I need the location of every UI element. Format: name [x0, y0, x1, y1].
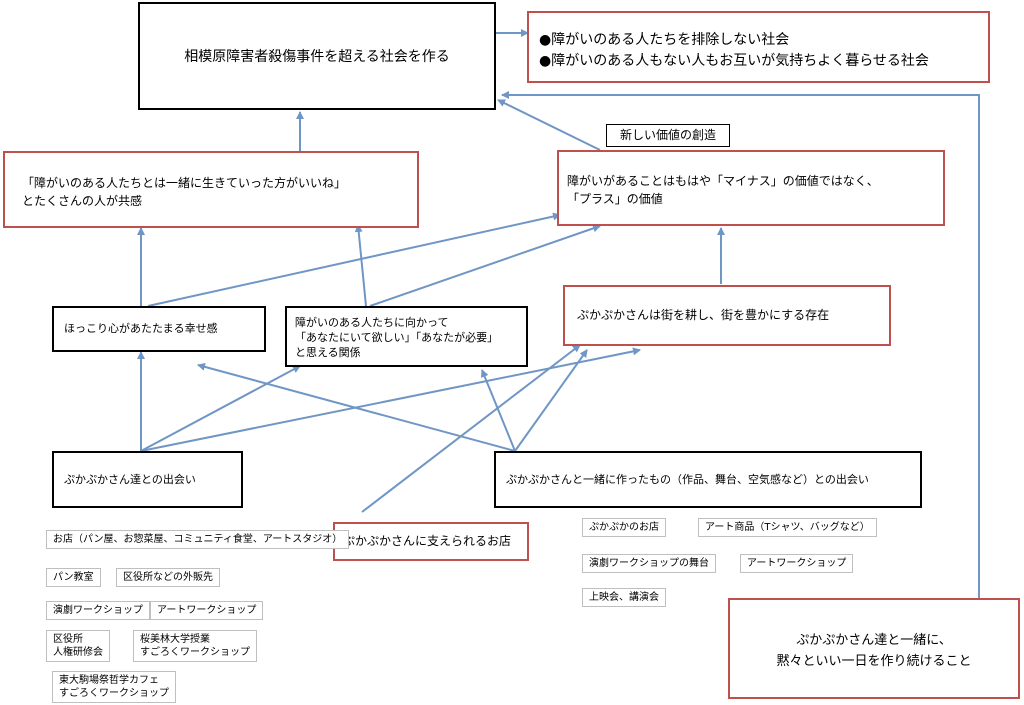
arrow-relation-to-plusvalue [369, 224, 601, 307]
supported-shops-box: ぷかぷかさんに支えられるお店 [333, 522, 529, 561]
society-line-1: ●障がいのある人たちを排除しない社会 [539, 32, 790, 48]
tag-art-goods: アート商品（Tシャツ、バッグなど） [698, 518, 877, 537]
everyday-box: ぷかぷかさん達と一緒に、 黙々といい一日を作り続けること [728, 598, 1020, 699]
tag-lectures-text: 上映会、講演会 [589, 592, 659, 603]
tag-shops-text: お店（パン屋、お惣菜屋、コミュニティ食堂、アートスタジオ） [53, 534, 343, 545]
goal-text: 相模原障害者殺傷事件を超える社会を作る [184, 49, 450, 65]
tag-drama-ws-text: 演劇ワークショップ [53, 605, 143, 616]
tag-art-ws-left: アートワークショップ [150, 601, 264, 620]
tag-todai-line-1: 東大駒場祭哲学カフェ [59, 675, 159, 686]
arrow-plusvalue-to-goal [497, 99, 601, 151]
arrow-everyday-to-goal [501, 91, 980, 598]
empathy-line-1: 「障がいのある人たちとは一緒に生きていった方がいいね」 [22, 176, 347, 190]
cultivate-text: ぷかぷかさんは街を耕し、街を豊かにする存在 [577, 308, 830, 322]
tag-bread-class-text: パン教室 [53, 572, 94, 583]
meet-people-box: ぷかぷかさん達との出会い [52, 451, 243, 508]
tag-lectures: 上映会、講演会 [582, 588, 666, 607]
tag-pukapuka-shop-text: ぷかぷかのお店 [589, 522, 659, 533]
relation-line-1: 障がいのある人たちに向かって [295, 316, 449, 329]
everyday-line-2: 黙々といい一日を作り続けること [776, 654, 972, 669]
tag-ward-sales-text: 区役所などの外販先 [123, 572, 213, 583]
tag-drama-ws: 演劇ワークショップ [46, 601, 150, 620]
relation-box: 障がいのある人たちに向かって 「あなたにいて欲しい」「あなたが必要」 と思える関… [285, 306, 528, 367]
meet-things-box: ぷかぷかさんと一緒に作ったもの（作品、舞台、空気感など）との出会い [494, 451, 922, 508]
arrow-meetthings-to-warmth [197, 362, 516, 452]
cultivate-box: ぷかぷかさんは街を耕し、街を豊かにする存在 [563, 285, 891, 346]
tag-oubirin-line-1: 桜美林大学授業 [140, 634, 210, 645]
arrow-warmth-to-plusvalue [147, 212, 561, 307]
arrow-relation-to-empathy [354, 224, 367, 307]
warmth-box: ほっこり心があたたまる幸せ感 [52, 306, 266, 352]
new-value-text: 新しい価値の創造 [619, 128, 716, 142]
supported-shops-text: ぷかぷかさんに支えられるお店 [343, 534, 512, 548]
tag-oubirin-line-2: すごろくワークショップ [140, 647, 250, 658]
tag-drama-stage: 演劇ワークショップの舞台 [582, 554, 716, 573]
tag-bread-class: パン教室 [46, 568, 101, 587]
tag-oubirin: 桜美林大学授業 すごろくワークショップ [133, 630, 257, 662]
plus-value-line-2: 「プラス」の価値 [567, 192, 663, 206]
tag-ward-training-line-2: 人権研修会 [53, 647, 103, 658]
tag-todai-line-2: すごろくワークショップ [59, 688, 169, 699]
relation-line-2: 「あなたにいて欲しい」「あなたが必要」 [295, 331, 499, 344]
society-box: ●障がいのある人たちを排除しない社会 ●障がいのある人もない人もお互いが気持ちよ… [527, 11, 990, 83]
arrow-meetthings-to-cultivate [514, 349, 588, 452]
tag-ward-training: 区役所 人権研修会 [46, 630, 110, 662]
tag-shops: お店（パン屋、お惣菜屋、コミュニティ食堂、アートスタジオ） [46, 530, 350, 549]
meet-things-text: ぷかぷかさんと一緒に作ったもの（作品、舞台、空気感など）との出会い [506, 473, 869, 486]
plus-value-line-1: 障がいがあることはもはや「マイナス」の価値ではなく、 [567, 174, 879, 188]
everyday-line-1: ぷかぷかさん達と一緒に、 [796, 633, 952, 648]
arrow-meetpeople-to-relation [140, 365, 301, 452]
arrow-meetthings-to-relation [480, 369, 516, 452]
empathy-line-2: とたくさんの人が共感 [22, 194, 143, 208]
goal-box: 相模原障害者殺傷事件を超える社会を作る [138, 2, 496, 110]
tag-drama-stage-text: 演劇ワークショップの舞台 [589, 558, 709, 569]
meet-people-text: ぷかぷかさん達との出会い [64, 473, 196, 486]
tag-art-goods-text: アート商品（Tシャツ、バッグなど） [705, 522, 870, 533]
arrow-meetpeople-to-cultivate [140, 347, 641, 452]
tag-ward-training-line-1: 区役所 [53, 634, 83, 645]
relation-line-3: と思える関係 [295, 346, 361, 359]
tag-todai: 東大駒場祭哲学カフェ すごろくワークショップ [52, 671, 176, 703]
society-line-2: ●障がいのある人もない人もお互いが気持ちよく暮らせる社会 [539, 53, 929, 69]
tag-art-ws-right: アートワークショップ [740, 554, 854, 573]
warmth-text: ほっこり心があたたまる幸せ感 [64, 322, 218, 335]
tag-art-ws-right-text: アートワークショップ [747, 558, 847, 569]
new-value-label: 新しい価値の創造 [606, 124, 730, 147]
tag-ward-sales: 区役所などの外販先 [116, 568, 220, 587]
empathy-box: 「障がいのある人たちとは一緒に生きていった方がいいね」 とたくさんの人が共感 [3, 151, 419, 228]
tag-pukapuka-shop: ぷかぷかのお店 [582, 518, 666, 537]
arrow-shops-to-cultivate [361, 344, 581, 513]
tag-art-ws-left-text: アートワークショップ [157, 605, 257, 616]
plus-value-box: 障がいがあることはもはや「マイナス」の価値ではなく、 「プラス」の価値 [557, 150, 945, 226]
